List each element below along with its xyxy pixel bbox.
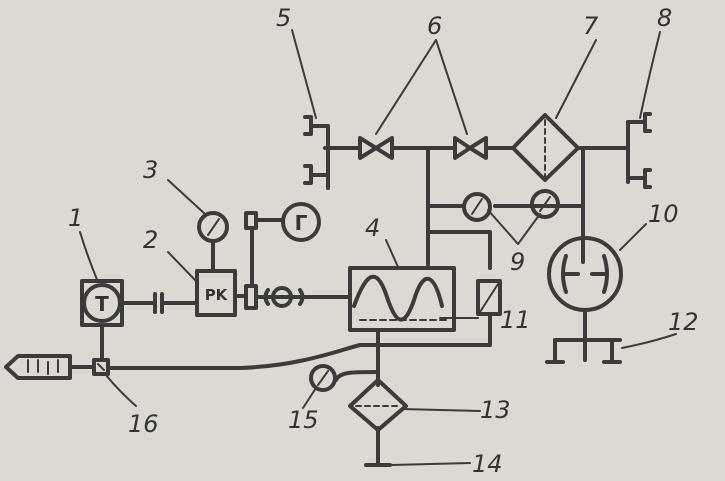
nozzle-icon <box>4 354 72 380</box>
label-3: 3 <box>143 156 158 184</box>
regulator-label: PK <box>205 286 229 304</box>
label-5: 5 <box>276 4 291 32</box>
label-7: 7 <box>583 12 599 40</box>
pressure-gauge-3-icon <box>197 211 229 273</box>
valve-6b-icon <box>453 136 488 160</box>
pressure-gauge-9a-icon <box>462 192 492 222</box>
drain-line <box>334 329 392 467</box>
label-16: 16 <box>128 410 159 438</box>
gauge-symbol: Г <box>295 211 308 235</box>
label-13: 13 <box>480 396 511 424</box>
filter-13-icon <box>348 378 408 432</box>
label-4: 4 <box>365 214 380 242</box>
valve-6a-icon <box>358 136 394 160</box>
label-9: 9 <box>510 248 525 276</box>
label-12: 12 <box>668 308 699 336</box>
turbine-symbol: T <box>95 292 109 316</box>
gauge-g-icon: Г <box>281 202 321 242</box>
component-numbers: 1 2 3 4 5 6 7 8 9 10 11 12 13 14 15 16 <box>68 4 699 478</box>
label-11: 11 <box>500 306 531 334</box>
turbine-regulator-link <box>121 292 199 314</box>
signal-line <box>70 324 454 376</box>
label-1: 1 <box>68 204 83 232</box>
label-15: 15 <box>288 406 319 434</box>
pressure-gauge-15-icon <box>309 364 337 392</box>
label-8: 8 <box>657 4 672 32</box>
outlet-fitting-8 <box>626 112 652 189</box>
outlet-fitting-5 <box>303 115 330 190</box>
main-supply-line <box>323 146 630 347</box>
label-2: 2 <box>143 226 158 254</box>
pressure-gauge-9b-icon <box>530 189 560 219</box>
leader-lines <box>79 29 677 466</box>
regulator-2: PK <box>195 269 237 317</box>
label-10: 10 <box>648 200 679 228</box>
label-6: 6 <box>427 12 442 40</box>
pump-10-icon <box>547 236 623 342</box>
element-11-icon <box>476 279 502 316</box>
outlet-12 <box>545 338 622 364</box>
coupling-and-shaft <box>233 211 352 310</box>
filter-7-icon <box>511 113 580 182</box>
label-14: 14 <box>472 450 503 478</box>
